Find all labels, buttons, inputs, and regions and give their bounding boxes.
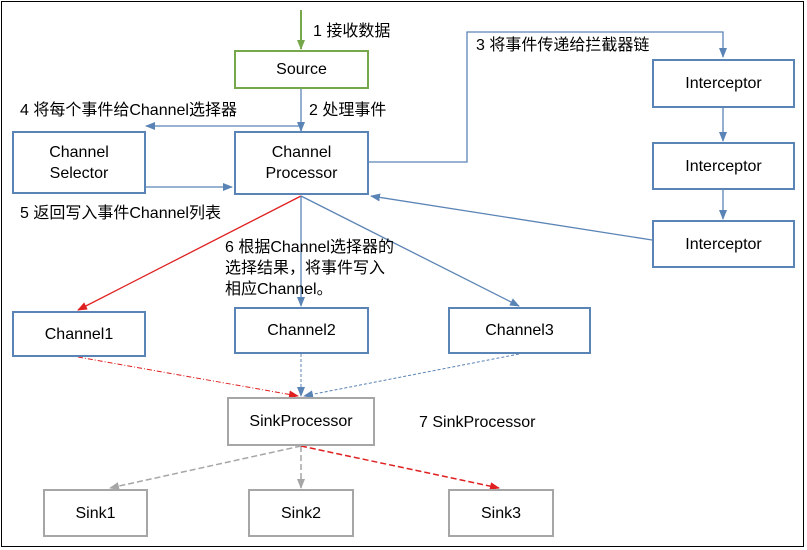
channel2-label: Channel2 — [267, 322, 336, 339]
sink3-node: Sink3 — [448, 489, 554, 537]
interceptor-label-1: Interceptor — [685, 75, 762, 92]
sink2-node: Sink2 — [248, 489, 354, 537]
channel3-node: Channel3 — [448, 307, 591, 354]
arrow-sinkprocessor-to-sink1 — [109, 445, 302, 490]
step-5-label: 5 返回写入事件Channel列表 — [20, 205, 221, 222]
step-3-label: 3 将事件传递给拦截器链 — [476, 37, 650, 54]
sink1-node: Sink1 — [43, 489, 148, 537]
arrow-processor-to-channel3 — [300, 195, 520, 307]
step-4-label: 4 将每个事件给Channel选择器 — [20, 102, 237, 119]
step-6-label: 6 根据Channel选择器的选择结果，将事件写入相应Channel。 — [225, 239, 394, 298]
arrow-channel3-to-sinkprocessor — [303, 353, 520, 399]
channel-selector-label: Channel Selector — [49, 143, 109, 182]
arrow-channel1-to-sinkprocessor — [77, 356, 299, 399]
channel3-label: Channel3 — [485, 322, 554, 339]
arrow-interceptor-to-processor — [370, 193, 653, 241]
interceptor-label-2: Interceptor — [685, 157, 762, 175]
arrow-processor-to-channel1 — [77, 195, 302, 311]
channel-processor-label: Channel Processor — [265, 144, 338, 182]
sink3-label: Sink3 — [480, 504, 522, 522]
channel-selector-node: Channel Selector — [12, 131, 146, 194]
step-2-label: 2 处理事件 — [309, 102, 387, 119]
channel1-node: Channel1 — [12, 311, 146, 357]
step-1-label: 1 接收数据 — [313, 23, 391, 40]
interceptor-node-3: Interceptor — [652, 220, 795, 268]
interceptor-label-3: Interceptor — [685, 235, 762, 253]
source-label: Source — [276, 61, 327, 78]
sink1-label: Sink1 — [75, 504, 116, 522]
interceptor-node-1: Interceptor — [652, 59, 795, 108]
sinkprocessor-label: SinkProcessor — [249, 413, 353, 430]
sink2-label: Sink2 — [280, 504, 322, 522]
arrow-processor-to-interceptor — [369, 31, 727, 163]
arrow-processor-to-selector — [160, 125, 302, 131]
channel2-node: Channel2 — [234, 307, 369, 354]
sinkprocessor-node: SinkProcessor — [227, 397, 375, 446]
channel-processor-node: Channel Processor — [234, 131, 369, 195]
channel1-label: Channel1 — [44, 325, 114, 343]
step-7-label: 7 SinkProcessor — [419, 414, 536, 431]
interceptor-node-2: Interceptor — [652, 142, 795, 190]
arrow-sinkprocessor-to-sink3 — [300, 445, 500, 491]
source-node: Source — [234, 50, 369, 89]
